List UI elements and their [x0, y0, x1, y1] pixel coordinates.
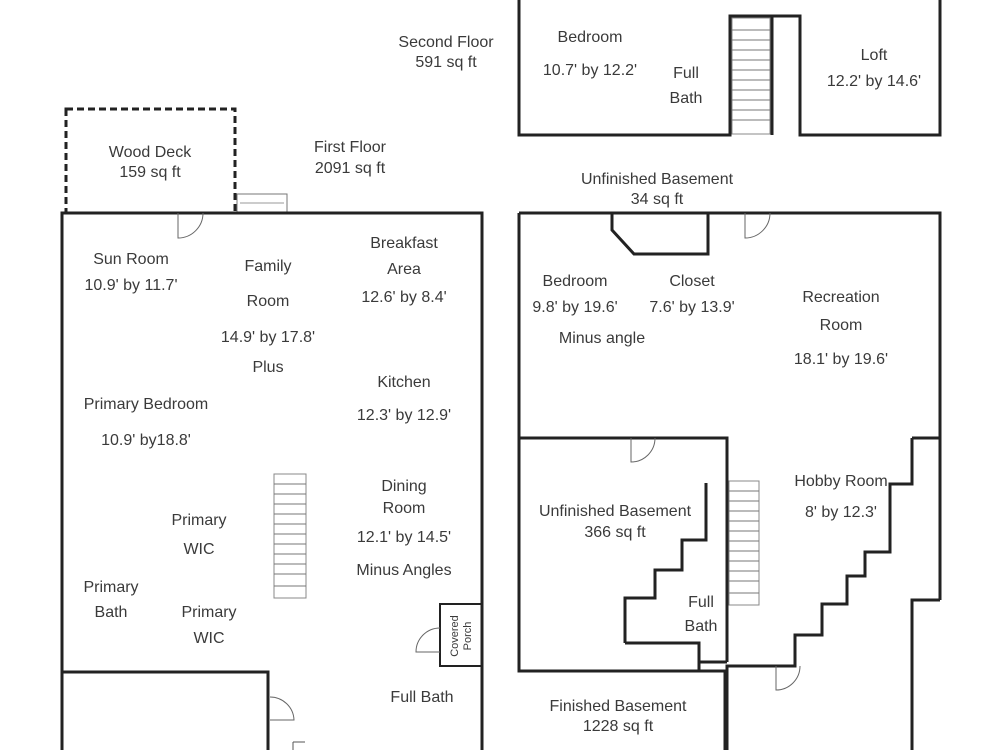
primary-wic-1-line2: WIC	[183, 541, 214, 558]
covered-porch-box	[439, 603, 483, 667]
bath-step-wall	[623, 483, 708, 662]
primary-bedroom-name: Primary Bedroom	[84, 396, 208, 413]
family-room-dims: 14.9' by 17.8'	[221, 329, 315, 346]
breakfast-line2: Area	[387, 261, 421, 278]
unfinished-top-area: 34 sq ft	[631, 191, 684, 208]
basement-mid-wall	[519, 436, 729, 662]
second-floor-walls-right	[772, 0, 942, 137]
second-floor-walls-left	[517, 0, 774, 137]
ff-full-bath: Full Bath	[390, 689, 453, 706]
first-floor-title: First Floor	[314, 139, 387, 156]
second-floor-plan	[517, 0, 942, 137]
basement-lower-right-wall	[910, 598, 940, 750]
primary-bedroom-dims: 10.9' by18.8'	[101, 432, 191, 449]
first-floor-area: 2091 sq ft	[315, 160, 386, 177]
family-room-note: Plus	[252, 359, 283, 376]
unfinished-door	[630, 437, 656, 463]
basement-top-door	[744, 212, 771, 239]
wood-deck-name: Wood Deck	[109, 144, 192, 161]
garage-door	[269, 696, 295, 721]
covered-porch-line2: Porch	[462, 622, 474, 651]
bsmt-bedroom-dims: 9.8' by 19.6'	[532, 299, 617, 316]
finished-name: Finished Basement	[550, 698, 688, 715]
loft-name: Loft	[861, 47, 888, 64]
first-floor-stairs	[273, 473, 307, 599]
wood-deck-area: 159 sq ft	[119, 164, 181, 181]
second-floor-area: 591 sq ft	[415, 54, 477, 71]
bsmt-bath-line2: Bath	[685, 618, 718, 635]
first-floor-door-deck	[177, 212, 204, 239]
closet-dims: 7.6' by 13.9'	[649, 299, 734, 316]
first-floor-garage-wall	[62, 670, 270, 750]
bsmt-bedroom-name: Bedroom	[543, 273, 608, 290]
sf-bedroom-dims: 10.7' by 12.2'	[543, 62, 637, 79]
breakfast-dims: 12.6' by 8.4'	[361, 289, 446, 306]
bsmt-bedroom-note: Minus angle	[559, 330, 645, 347]
primary-wic-1-line1: Primary	[171, 512, 226, 529]
kitchen-dims: 12.3' by 12.9'	[357, 407, 451, 424]
kitchen-name: Kitchen	[377, 374, 430, 391]
covered-porch-line1: Covered	[449, 615, 461, 657]
closet-angle-wall	[610, 213, 710, 256]
finished-area: 1228 sq ft	[583, 718, 654, 735]
wood-deck-outline	[64, 107, 237, 215]
closet-name: Closet	[669, 273, 715, 290]
loft-dims: 12.2' by 14.6'	[827, 73, 921, 90]
recreation-line1: Recreation	[802, 289, 879, 306]
basement-right-wall	[912, 436, 942, 600]
garage-fixture	[292, 741, 305, 750]
hobby-dims: 8' by 12.3'	[805, 504, 877, 521]
hobby-step-wall	[725, 438, 914, 750]
dining-dims: 12.1' by 14.5'	[357, 529, 451, 546]
recreation-line2: Room	[820, 317, 863, 334]
second-floor-stairs	[731, 17, 771, 135]
primary-bath-line2: Bath	[95, 604, 128, 621]
sun-room-dims: 10.9' by 11.7'	[85, 277, 178, 294]
first-floor-outer-walls	[60, 211, 484, 750]
lower-door	[775, 665, 801, 691]
dining-line2: Room	[383, 500, 426, 517]
basement-top-wall	[519, 211, 942, 438]
hobby-name: Hobby Room	[794, 473, 887, 490]
sf-bath-line2: Bath	[670, 90, 703, 107]
family-room-line1: Family	[244, 258, 291, 275]
unfinished-mid-name: Unfinished Basement	[539, 503, 692, 520]
recreation-dims: 18.1' by 19.6'	[794, 351, 888, 368]
unfinished-mid-area: 366 sq ft	[584, 524, 646, 541]
first-floor-plan	[60, 211, 484, 750]
dining-note: Minus Angles	[356, 562, 451, 579]
bsmt-bath-line1: Full	[688, 594, 714, 611]
sf-bath-line1: Full	[673, 65, 699, 82]
breakfast-line1: Breakfast	[370, 235, 438, 252]
primary-wic-2-line2: WIC	[193, 630, 224, 647]
primary-wic-2-line1: Primary	[181, 604, 236, 621]
sf-bedroom-name: Bedroom	[558, 29, 623, 46]
dining-line1: Dining	[381, 478, 426, 495]
basement-stairs	[728, 480, 760, 606]
sun-room-name: Sun Room	[93, 251, 169, 268]
basement-plan	[517, 211, 942, 750]
porch-door	[415, 627, 441, 653]
family-room-line2: Room	[247, 293, 290, 310]
primary-bath-line1: Primary	[83, 579, 138, 596]
unfinished-top-name: Unfinished Basement	[581, 171, 734, 188]
basement-left-wall	[517, 213, 727, 750]
second-floor-title: Second Floor	[398, 34, 494, 51]
